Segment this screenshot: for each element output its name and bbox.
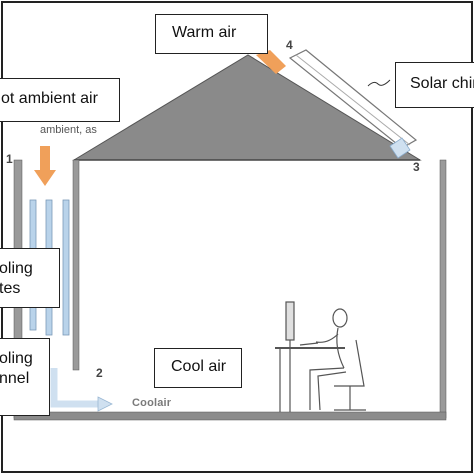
cooling-plates-label: oling tes: [0, 248, 60, 308]
cooling-channel-line-1: oling: [0, 350, 33, 367]
cooling-plate-3: [62, 199, 70, 336]
hot-ambient-air-label: ot ambient air: [0, 78, 120, 122]
hot-air-down-arrow: [34, 146, 56, 186]
cooling-plates-line-1: oling: [0, 260, 33, 277]
cooling-plates-line-2: tes: [0, 280, 21, 297]
number-1: 1: [6, 152, 13, 166]
right-wall: [439, 159, 447, 419]
warm-air-arrow: [256, 50, 286, 74]
floor: [13, 411, 447, 421]
cooling-channel-label: oling nnel: [0, 338, 50, 416]
left-inner-wall: [72, 159, 80, 371]
cool-air-label: Cool air: [154, 348, 242, 388]
number-3: 3: [413, 160, 420, 174]
cool-air-path: [50, 368, 100, 408]
solar-chimney-pointer: [367, 79, 391, 87]
number-2: 2: [96, 366, 103, 380]
solar-chimney-inner: [295, 54, 411, 146]
ambient-sublabel: ambient, as: [40, 124, 97, 136]
warm-air-label: Warm air: [155, 14, 268, 54]
solar-chimney-label: Solar chim: [395, 62, 474, 108]
number-4: 4: [286, 38, 293, 52]
workstation: [275, 301, 366, 412]
chimney-inlet-arrow: [389, 137, 411, 159]
cooling-channel-line-2: nnel: [0, 370, 30, 387]
coolair-arrow-label: Coolair: [132, 397, 172, 409]
cool-air-arrowhead: [97, 396, 113, 412]
